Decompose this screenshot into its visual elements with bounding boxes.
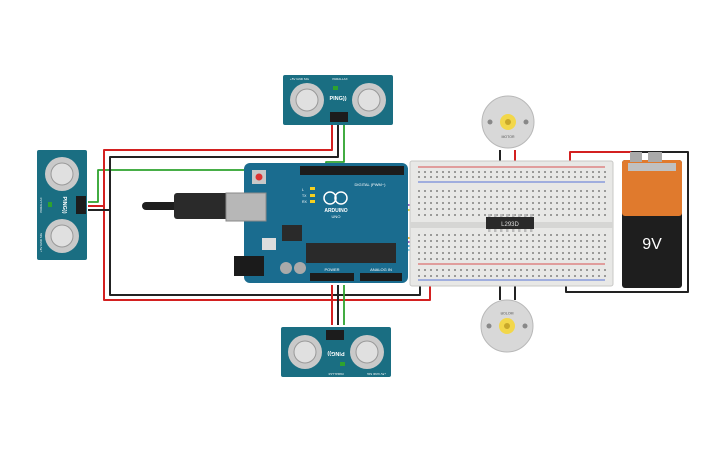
sensor-mark-left: +5V GND SIG [39, 232, 43, 252]
atmega-chip [306, 243, 396, 263]
arduino-model: UNO [332, 214, 341, 219]
label-l: L [302, 188, 304, 192]
analog-header [360, 273, 402, 281]
motor-label: MOTOR [500, 311, 513, 315]
arduino-logo-text: ARDUINO [324, 208, 347, 214]
sensor-mark-right: PARALLAX [328, 372, 343, 376]
breadboard-holes [418, 171, 606, 277]
ultrasonic-sensor-top: PING)) PARALLAX +5V GND SIG [283, 75, 393, 125]
motor-top: MOTOR [481, 95, 535, 149]
usb-port [225, 192, 267, 222]
battery-label: 9V [642, 236, 662, 253]
usb-plug [174, 193, 230, 219]
sensor-mark-left: +5V GND SIG [366, 372, 386, 376]
digital-header [300, 166, 404, 175]
arduino-logo-icon [323, 191, 337, 205]
sensor-mark-left: +5V GND SIG [290, 77, 310, 81]
sensor-brand: PING)) [327, 350, 344, 356]
ultrasonic-sensor-left: PING)) +5V GND SIG PARALLAX [37, 150, 87, 260]
wire-top-red [103, 122, 333, 206]
label-analog: ANALOG IN [370, 267, 392, 272]
sensor-brand: PING)) [329, 96, 346, 102]
battery-9v: 9V [622, 152, 682, 288]
motor-label: MOTOR [502, 135, 515, 139]
motor-bottom: MOTOR [480, 299, 534, 353]
arduino-uno: ARDUINO UNO DIGITAL (PWM~) POWER ANALOG … [142, 163, 408, 283]
ultrasonic-sensor-bottom: PING)) PARALLAX +5V GND SIG [281, 327, 391, 377]
sensor-mark-right: PARALLAX [332, 77, 347, 81]
driver-chip: L293D [486, 214, 534, 232]
label-tx: TX [302, 194, 307, 198]
label-digital: DIGITAL (PWM~) [355, 182, 387, 187]
sensor-brand: PING)) [61, 196, 67, 213]
power-jack [234, 256, 264, 276]
power-header [310, 273, 354, 281]
wire-top-black [109, 122, 339, 210]
label-rx: RX [302, 200, 308, 204]
chip-label: L293D [501, 222, 519, 228]
chip-pins [488, 214, 533, 232]
label-power: POWER [324, 267, 339, 272]
wire-left-sensor-vcc [88, 205, 431, 301]
sensor-mark-right: PARALLAX [39, 197, 43, 212]
